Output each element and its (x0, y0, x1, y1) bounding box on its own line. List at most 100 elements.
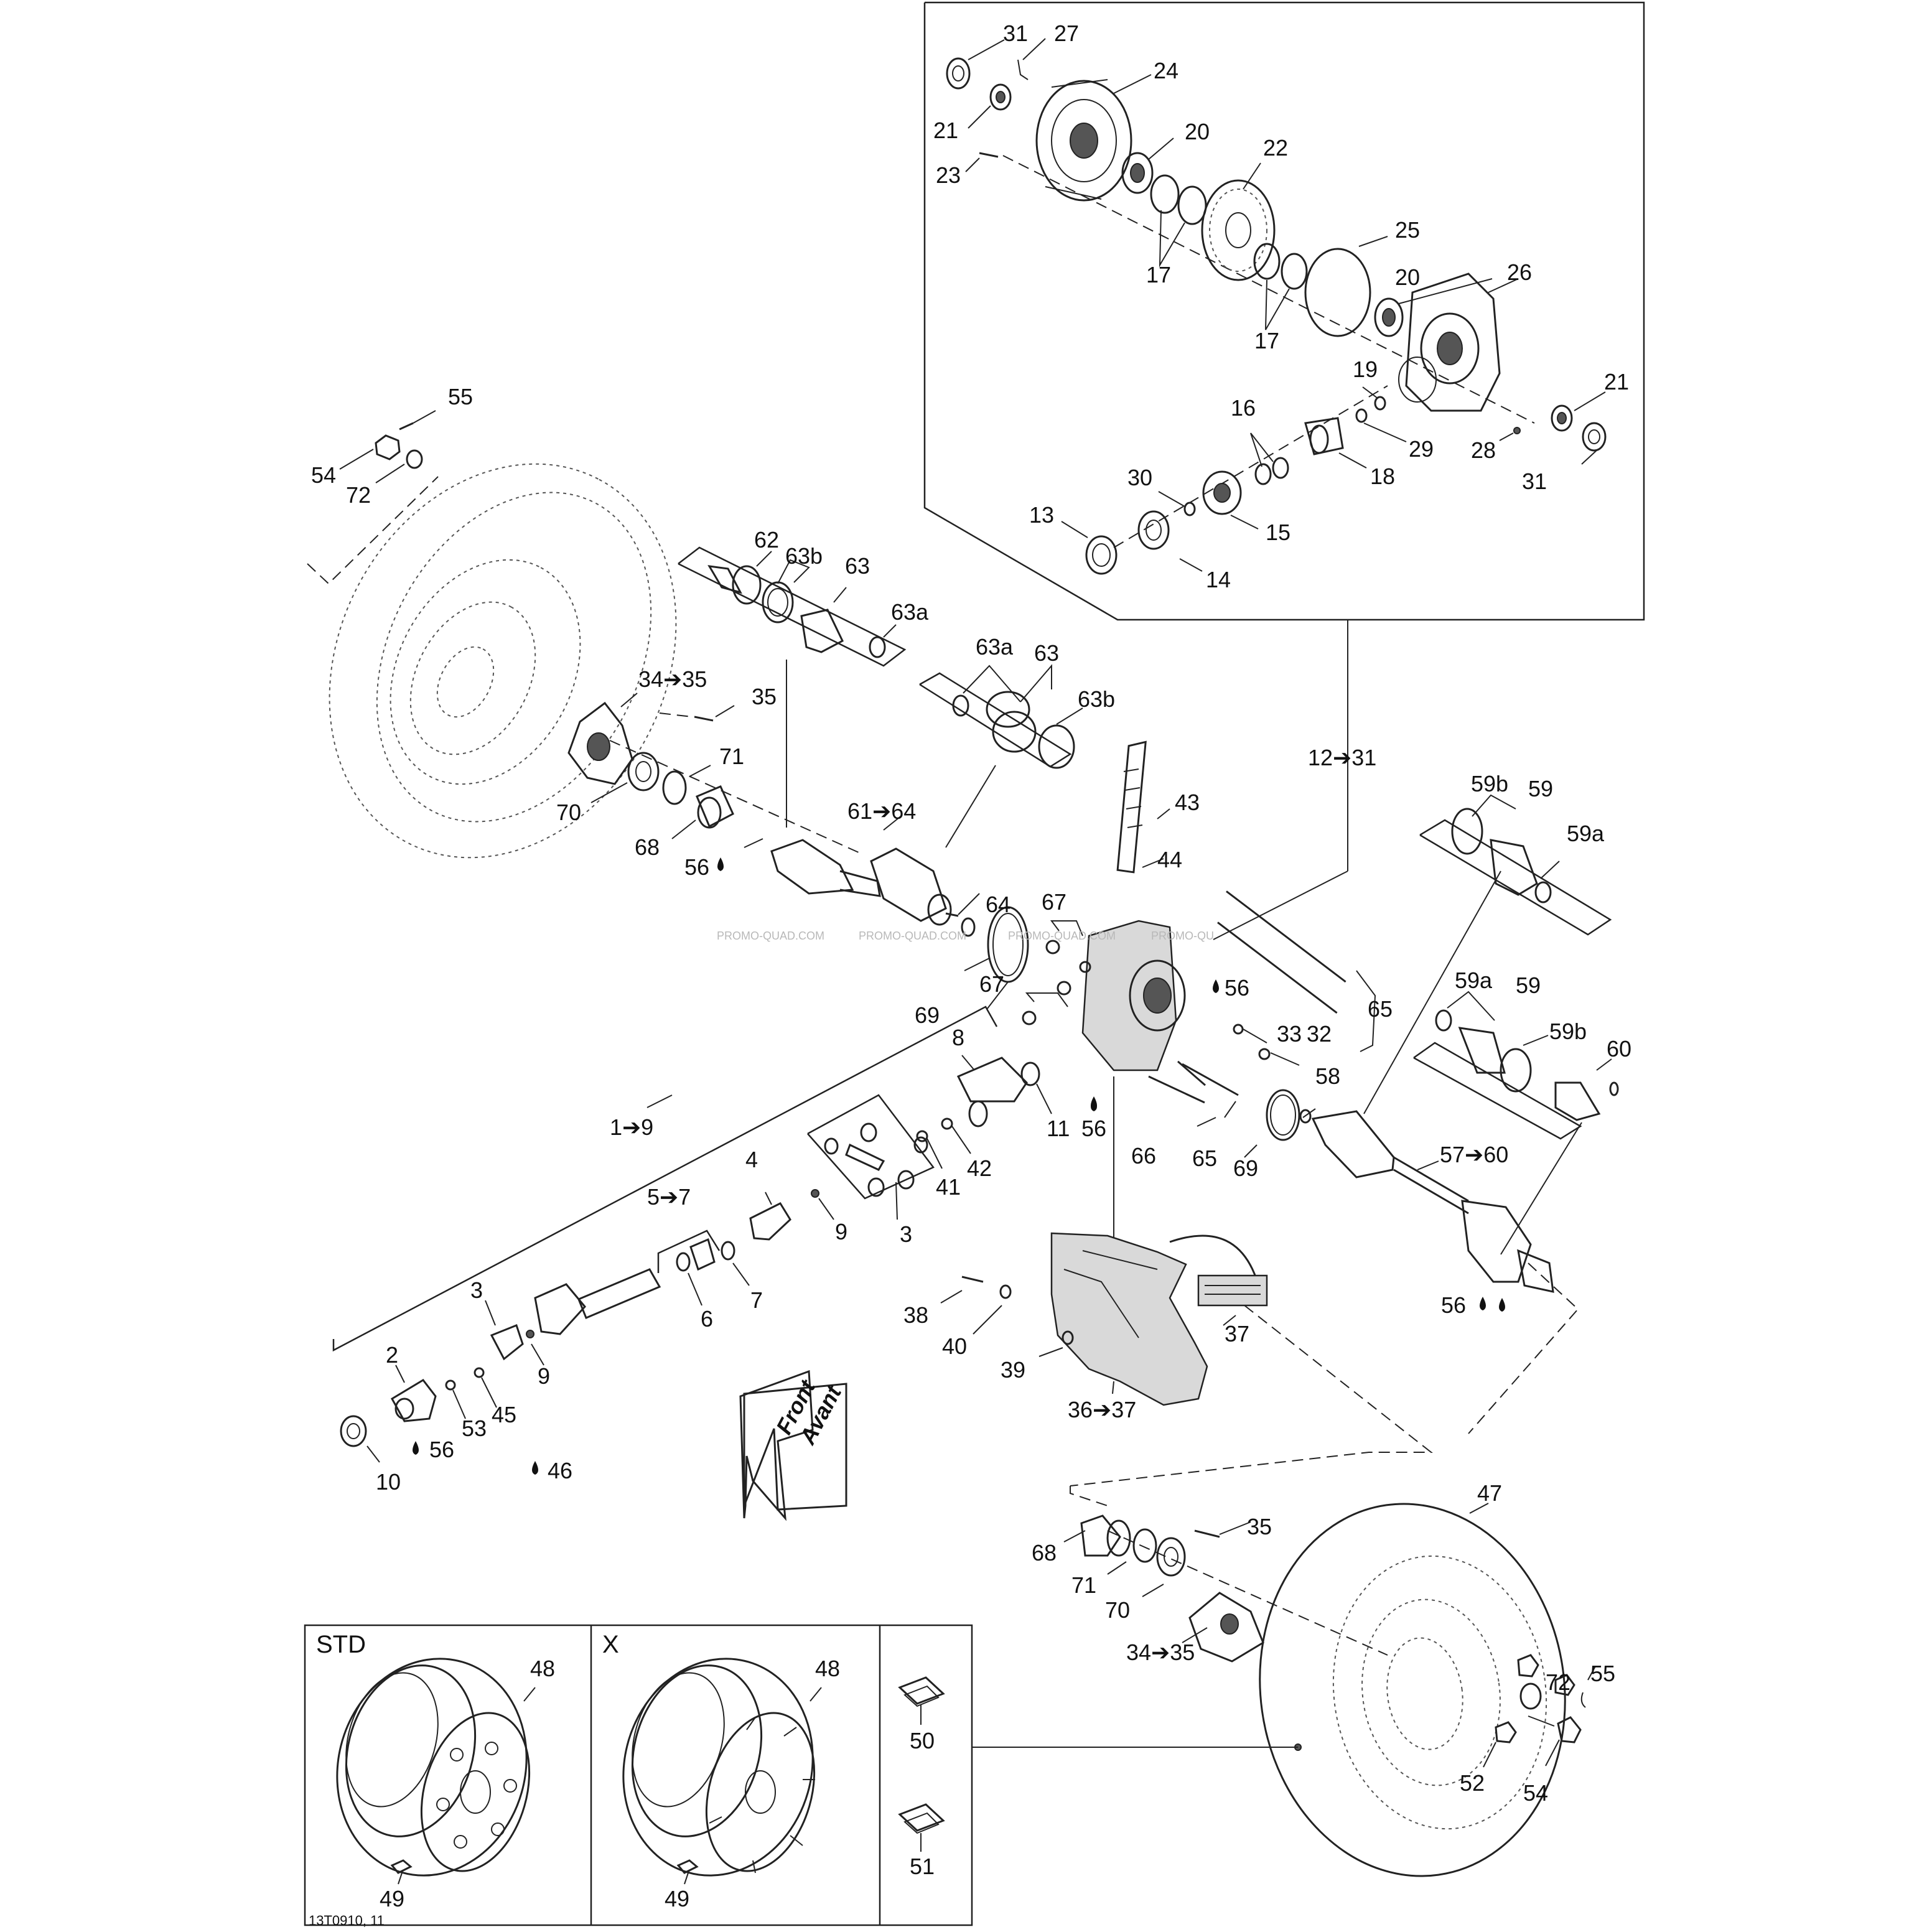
callout-12to31: 12➔31 (1308, 745, 1376, 770)
callout-18: 18 (1370, 464, 1395, 489)
callout-46: 46 (548, 1458, 572, 1483)
callout-34to35b: 34➔35 (1126, 1640, 1195, 1665)
callout-49b: 49 (665, 1886, 689, 1911)
callout-47: 47 (1477, 1480, 1502, 1506)
callout-64: 64 (986, 892, 1010, 917)
callout-15: 15 (1266, 520, 1290, 545)
callout-9a: 9 (835, 1219, 847, 1244)
callout-33: 33 (1277, 1021, 1302, 1047)
callout-65a: 65 (1368, 996, 1393, 1022)
watermark-2: PROMO-QUAD.COM (859, 930, 966, 942)
callout-20: 20 (1185, 119, 1210, 144)
callout-27: 27 (1054, 21, 1079, 46)
callout-59-b: 59 (1516, 973, 1541, 998)
rear-differential (1020, 740, 1376, 1327)
callout-35b: 35 (1247, 1514, 1272, 1539)
callout-39: 39 (1001, 1357, 1025, 1383)
boot-kit-lower (919, 664, 1083, 769)
callout-31: 31 (1003, 21, 1028, 46)
differential-detail-box (923, 1, 1645, 940)
callout-66: 66 (1131, 1143, 1156, 1169)
boot-kit-59-upper (1419, 794, 1612, 936)
callout-53: 53 (462, 1416, 487, 1441)
callout-56b: 56 (1225, 975, 1249, 1001)
boot-kit-59-lower (1413, 991, 1619, 1140)
watermark-3: PROMO-QUAD.COM (1008, 930, 1116, 942)
callout-59a-a: 59a (1567, 821, 1605, 846)
right-drive-shaft (1311, 870, 1582, 1434)
left-rear-wheel (307, 410, 677, 859)
callout-44: 44 (1157, 847, 1182, 872)
callout-63b-a: 63b (785, 543, 823, 569)
callout-13: 13 (1029, 502, 1054, 528)
boot-kit-upper (678, 546, 907, 667)
callout-37: 37 (1225, 1321, 1249, 1346)
callout-61to64: 61➔64 (847, 798, 916, 824)
callout-59a-b: 59a (1455, 968, 1493, 993)
callout-17a: 17 (1146, 262, 1171, 287)
callout-55a: 55 (448, 384, 473, 409)
callout-69a: 69 (915, 1002, 940, 1028)
callout-45: 45 (492, 1402, 516, 1427)
callout-68b: 68 (1032, 1540, 1057, 1566)
callout-67b: 67 (979, 971, 1004, 997)
callout-50: 50 (910, 1728, 935, 1753)
callout-71b: 71 (1071, 1572, 1096, 1598)
skid-plate (940, 1232, 1268, 1406)
callout-20b: 20 (1395, 264, 1420, 290)
callout-26: 26 (1507, 259, 1532, 285)
callout-28: 28 (1471, 437, 1496, 463)
callout-54a: 54 (311, 462, 336, 488)
callout-36to37: 36➔37 (1068, 1397, 1136, 1422)
callout-59-a: 59 (1528, 776, 1553, 801)
callout-56c: 56 (1081, 1116, 1106, 1141)
callout-59b-a: 59b (1471, 771, 1508, 796)
differential-housing (1398, 273, 1501, 412)
callout-31b: 31 (1522, 469, 1547, 494)
callout-63b-b: 63b (1078, 686, 1115, 712)
wheel-labels (898, 1676, 945, 1852)
watermark-1: PROMO-QUAD.COM (717, 930, 824, 942)
callout-58: 58 (1315, 1063, 1340, 1089)
callout-48a: 48 (530, 1656, 555, 1681)
callout-29: 29 (1409, 436, 1434, 462)
callout-70a: 70 (556, 800, 581, 825)
callout-24: 24 (1154, 58, 1178, 83)
callout-63a-a: 63a (891, 599, 929, 625)
x-rim (622, 1658, 822, 1885)
callout-56d: 56 (1441, 1292, 1466, 1318)
callout-34to35a: 34➔35 (638, 666, 707, 692)
callout-55b: 55 (1590, 1661, 1615, 1686)
callout-51: 51 (910, 1854, 935, 1879)
callout-69b: 69 (1233, 1155, 1258, 1181)
callout-57to60: 57➔60 (1440, 1142, 1508, 1167)
std-panel-label: STD (316, 1631, 366, 1658)
callout-49a: 49 (380, 1886, 404, 1911)
callout-65b: 65 (1192, 1146, 1217, 1171)
callout-59b-b: 59b (1549, 1019, 1587, 1044)
propeller-shaft (332, 1006, 1028, 1475)
callout-48b: 48 (815, 1656, 840, 1681)
callout-3b: 3 (470, 1277, 483, 1303)
x-panel-label: X (602, 1631, 619, 1658)
callout-21: 21 (933, 118, 958, 143)
callout-63-a: 63 (845, 553, 870, 579)
callout-60: 60 (1607, 1036, 1631, 1062)
callout-14: 14 (1206, 567, 1231, 592)
callout-71a: 71 (719, 744, 744, 769)
callout-16: 16 (1231, 395, 1256, 421)
left-drive-shaft (770, 660, 1029, 1010)
callout-68a: 68 (635, 834, 660, 860)
callout-25: 25 (1395, 217, 1420, 243)
callout-42: 42 (967, 1155, 992, 1181)
callout-11: 11 (1047, 1116, 1070, 1141)
callout-63a-b: 63a (976, 634, 1014, 660)
differential-cover (1035, 79, 1132, 202)
callout-2: 2 (386, 1342, 398, 1368)
callout-1to9: 1➔9 (610, 1114, 653, 1140)
front-direction-arrow[interactable]: Front Avant (739, 1370, 847, 1521)
right-rear-wheel (1063, 1486, 1596, 1877)
wheel-variant-panels (304, 1624, 973, 1926)
callout-56e: 56 (429, 1437, 454, 1462)
